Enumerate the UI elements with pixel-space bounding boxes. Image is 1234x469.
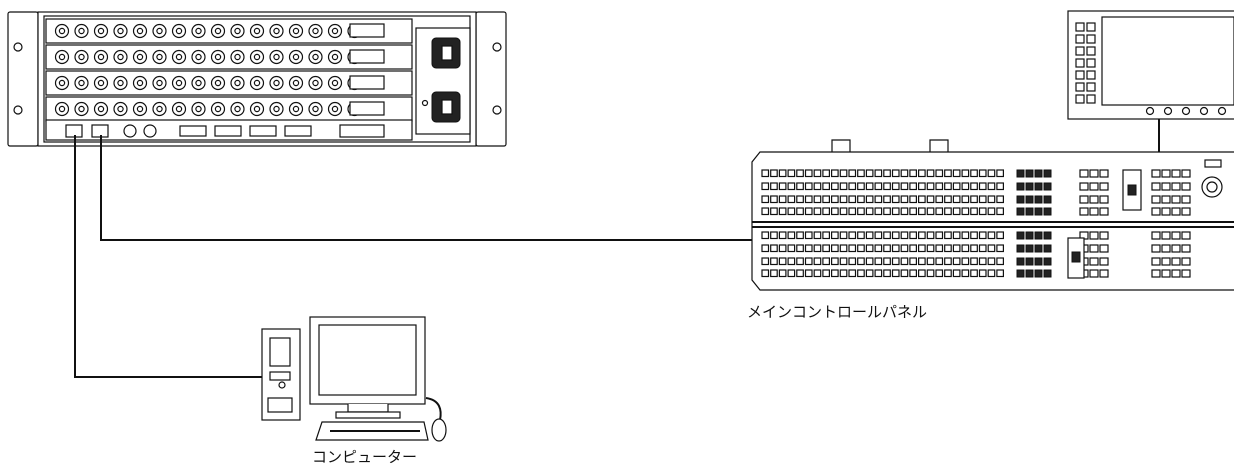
computer-icon xyxy=(261,316,447,442)
connection-cables xyxy=(74,135,752,378)
main-control-panel-icon xyxy=(751,139,1234,291)
monitor-icon xyxy=(1067,10,1234,157)
main-control-panel-label: メインコントロールパネル xyxy=(747,303,928,321)
cable-to-panel xyxy=(100,135,752,241)
mainframe-unit-icon xyxy=(7,11,507,147)
computer-label: コンピューター xyxy=(312,448,418,466)
cable-to-computer xyxy=(74,135,262,378)
